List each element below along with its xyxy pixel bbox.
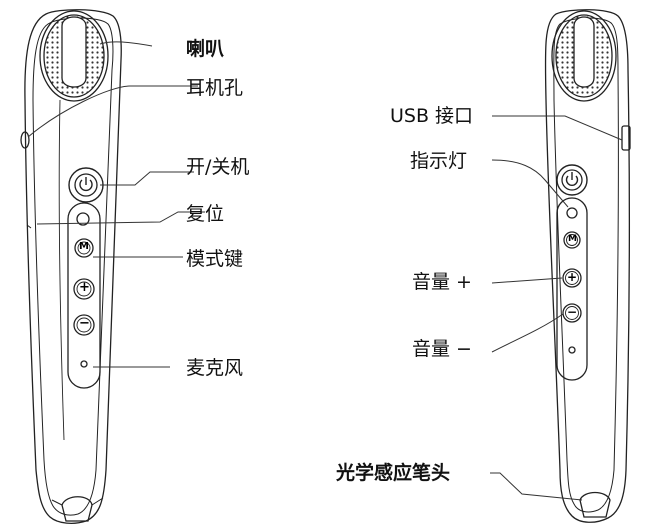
- right-pen-body-outline: [544, 9, 630, 523]
- right-plus-symbol: +: [567, 270, 578, 284]
- right-minus-symbol: −: [567, 305, 578, 319]
- reset-hole: [76, 212, 90, 226]
- right-speaker-cutout: [573, 16, 595, 88]
- label-optical-sensor-tip: 光学感应笔头: [336, 462, 451, 484]
- right-button-track: [556, 197, 588, 381]
- usb-port: [621, 125, 631, 151]
- minus-button: [73, 314, 95, 336]
- left-callout-lines: [27, 41, 205, 368]
- label-indicator-light: 指示灯: [410, 150, 468, 172]
- label-volume-down: 音量 −: [412, 338, 472, 360]
- label-speaker: 喇叭: [186, 38, 225, 60]
- label-reset: 复位: [186, 203, 225, 225]
- right-callout-lines: [490, 115, 623, 501]
- right-pen: [544, 9, 631, 523]
- label-mode-key: 模式键: [186, 248, 244, 270]
- label-earphone-jack: 耳机孔: [186, 77, 244, 99]
- left-pen-tip: [61, 496, 93, 522]
- label-microphone: 麦克风: [186, 357, 244, 379]
- microphone-hole: [80, 360, 88, 368]
- right-mode-symbol: M: [568, 234, 577, 244]
- right-microphone-hole: [568, 346, 576, 354]
- label-power: 开/关机: [186, 156, 250, 178]
- left-speaker-rim: [39, 10, 109, 102]
- earphone-jack: [20, 131, 30, 149]
- right-power-button-ring: [556, 164, 588, 196]
- power-icon: [79, 179, 93, 192]
- label-volume-up: 音量 +: [412, 271, 472, 293]
- right-minus-button: [562, 303, 582, 323]
- indicator-light: [566, 207, 578, 219]
- left-pen: [20, 9, 122, 524]
- label-usb-port: USB 接口: [390, 105, 474, 127]
- left-button-track: [67, 202, 101, 389]
- power-button: [74, 173, 98, 197]
- left-mode-symbol: M: [79, 241, 89, 252]
- left-speaker-cutout: [61, 16, 87, 88]
- left-pen-inner-contour: [32, 17, 114, 516]
- right-pen-tip: [579, 491, 611, 518]
- left-pen-side-line: [58, 99, 65, 441]
- left-plus-symbol: +: [79, 280, 90, 295]
- right-plus-button: [562, 268, 582, 288]
- mode-button: [74, 238, 94, 258]
- plus-button: [73, 278, 95, 300]
- right-mode-button: [563, 231, 581, 249]
- left-minus-symbol: −: [79, 316, 90, 331]
- right-pen-inner-contour: [553, 17, 619, 513]
